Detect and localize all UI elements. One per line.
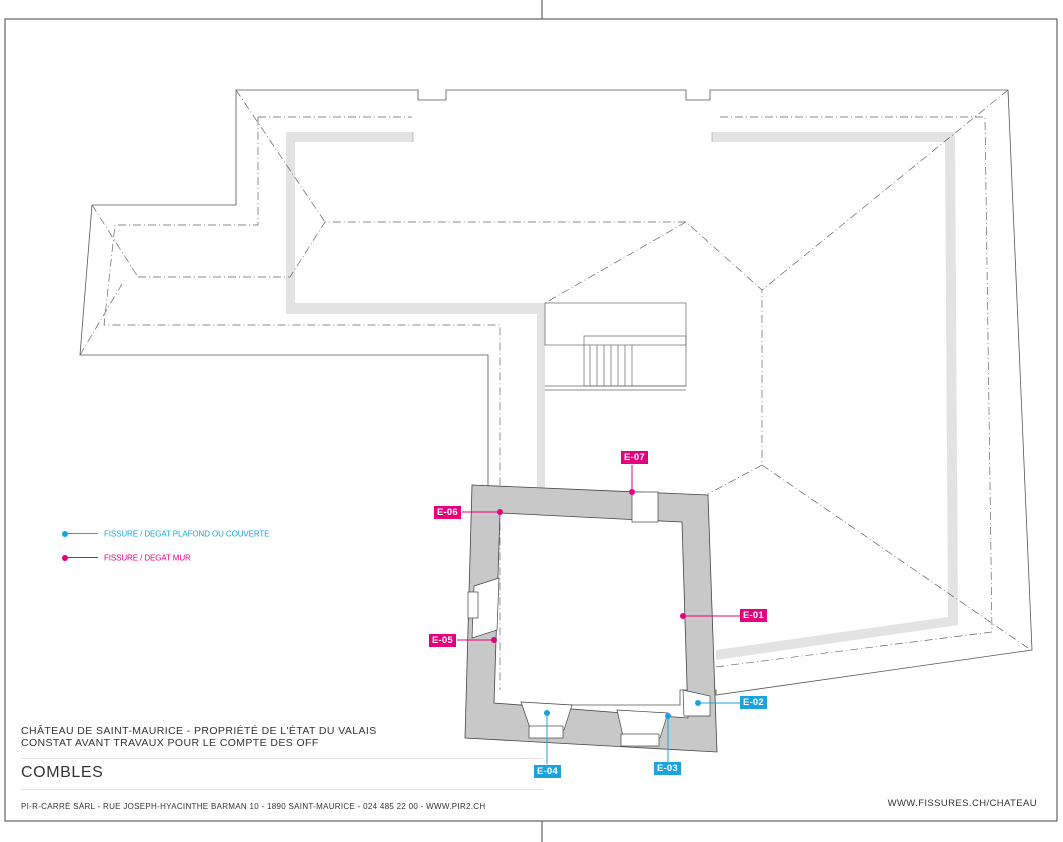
project-subtitle: CONSTAT AVANT TRAVAUX POUR LE COMPTE DES… <box>21 737 319 749</box>
marker-e-03[interactable]: E-03 <box>654 762 681 775</box>
drawing-title: COMBLES <box>21 764 104 781</box>
marker-e-02[interactable]: E-02 <box>740 696 767 709</box>
company-footer: PI-R-CARRÉ SÀRL - RUE JOSEPH-HYACINTHE B… <box>21 802 486 811</box>
footer-divider <box>21 789 543 790</box>
legend-item-plafond: FISSURE / DEGAT PLAFOND OU COUVERTE <box>62 529 270 539</box>
legend-item-mur: FISSURE / DEGAT MUR <box>62 553 191 562</box>
leader-e-06 <box>462 509 503 515</box>
leader-e-02 <box>695 700 740 706</box>
marker-e-07[interactable]: E-07 <box>621 451 648 464</box>
leader-e-01 <box>680 613 740 619</box>
website-link[interactable]: WWW.FISSURES.CH/CHATEAU <box>887 798 1037 809</box>
leader-e-03 <box>665 713 671 762</box>
legend-label-plafond: FISSURE / DEGAT PLAFOND OU COUVERTE <box>104 529 270 539</box>
project-title: CHÂTEAU DE SAINT-MAURICE - PROPRIÉTÉ DE … <box>21 725 377 737</box>
legend-swatch-plafond <box>62 530 98 537</box>
roof-band <box>286 132 545 490</box>
marker-e-04[interactable]: E-04 <box>534 765 561 778</box>
legend-swatch-mur <box>62 554 98 561</box>
roof-ridge-lines <box>79 89 1029 690</box>
sheet-frame <box>4 18 1058 822</box>
marker-e-01[interactable]: E-01 <box>740 609 767 622</box>
leader-e-07 <box>629 465 635 495</box>
legend-label-mur: FISSURE / DEGAT MUR <box>104 553 191 563</box>
title-divider <box>21 758 543 759</box>
marker-e-06[interactable]: E-06 <box>434 506 461 519</box>
roof-outline <box>79 89 1033 706</box>
marker-e-05[interactable]: E-05 <box>429 634 456 647</box>
leader-e-04 <box>544 710 550 764</box>
staircase <box>544 302 687 391</box>
leader-e-05 <box>457 637 497 643</box>
